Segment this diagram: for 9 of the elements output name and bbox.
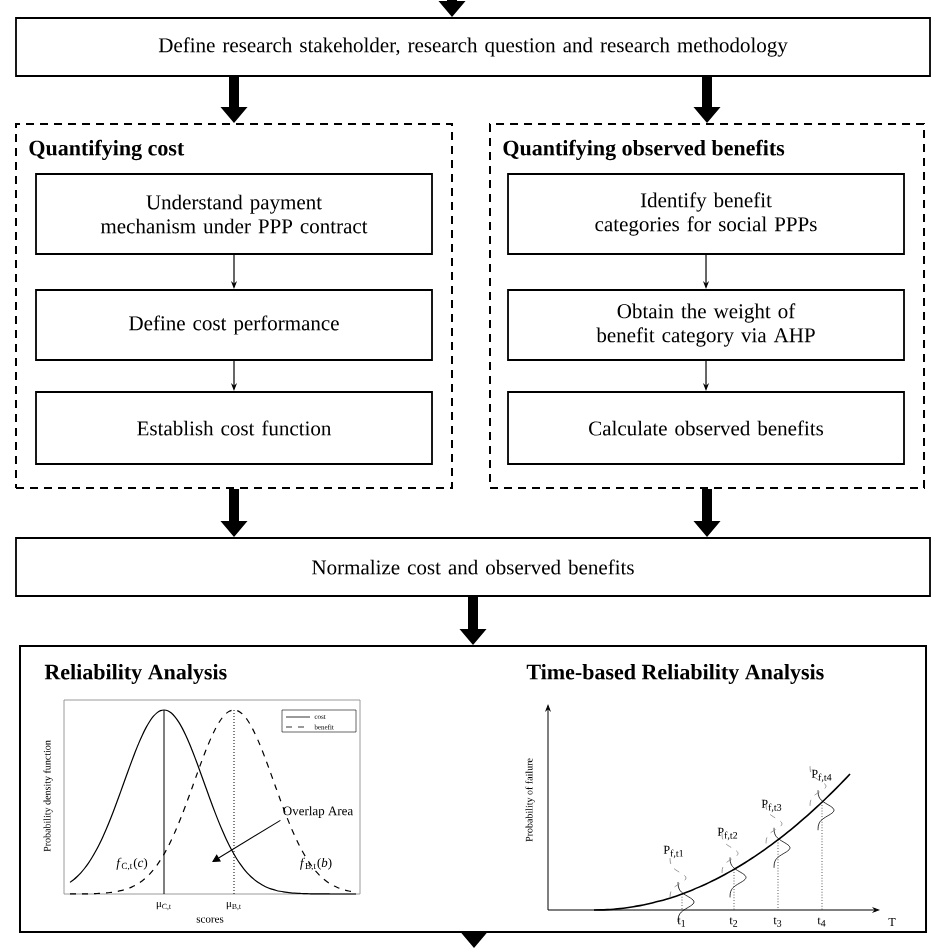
- process-box: Understand payment mechanism under PPP contract: [35, 173, 433, 255]
- process-box: Normalize cost and observed benefits: [15, 537, 931, 597]
- process-box: Define cost performance: [35, 289, 433, 361]
- process-box: Define research stakeholder, research question and research methodology: [15, 17, 931, 77]
- process-box: Calculate observed benefits: [507, 391, 905, 465]
- process-box: Identify benefit categories for social PPPs: [507, 173, 905, 255]
- process-box: Establish cost function: [35, 391, 433, 465]
- process-box: Obtain the weight of benefit category via AHP: [507, 289, 905, 361]
- leader-line: [212, 819, 281, 862]
